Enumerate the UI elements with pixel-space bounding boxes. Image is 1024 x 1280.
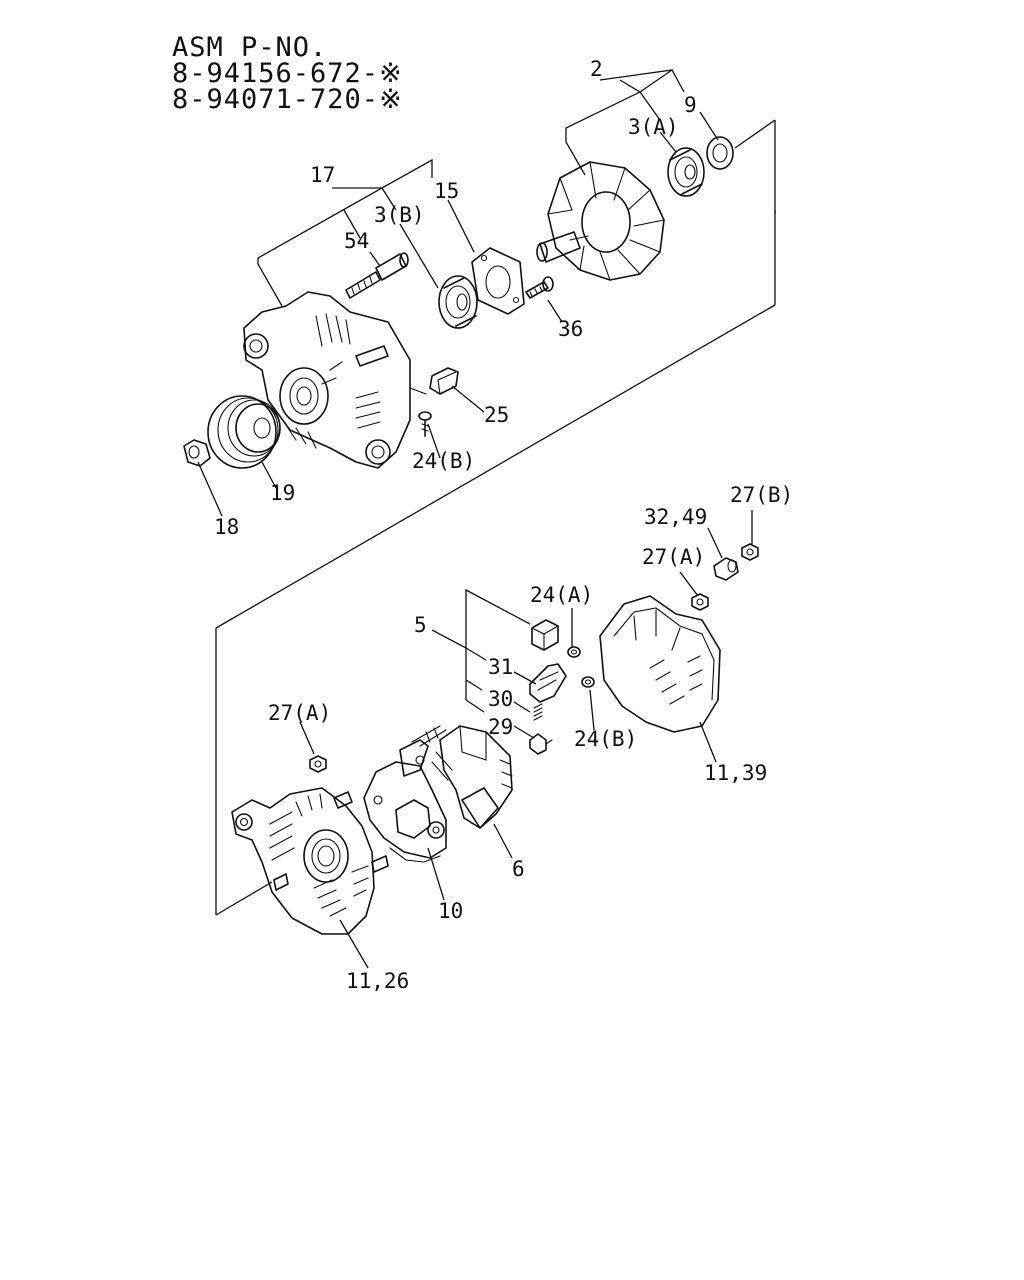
callout-24b-top: 24(B): [412, 449, 476, 473]
callout-9: 9: [684, 93, 697, 117]
regulator-6: [431, 725, 513, 829]
callout-24b-bottom: 24(B): [574, 727, 638, 751]
rotor: [536, 161, 665, 281]
nut-27b: [741, 543, 759, 561]
callout-17: 17: [310, 163, 336, 187]
callout-6: 6: [512, 857, 525, 881]
callout-29: 29: [488, 715, 514, 739]
rear-cover-11-39: [599, 595, 721, 733]
callout-15: 15: [434, 179, 460, 203]
terminal-32-49: [713, 557, 739, 581]
screw-24b-top: [418, 411, 432, 437]
stud-54: [345, 252, 409, 299]
callout-31: 31: [488, 655, 514, 679]
callout-54: 54: [344, 229, 370, 253]
brush-29: [529, 733, 553, 755]
assembly-part-number-2: 8-94071-720-※: [172, 84, 403, 115]
callout-10: 10: [438, 899, 464, 923]
callout-27a-right: 27(A): [642, 545, 706, 569]
ring-9: [706, 136, 734, 170]
part-25: [409, 367, 459, 395]
callout-19: 19: [270, 481, 296, 505]
brush-31: [529, 663, 567, 703]
spring-30: [533, 703, 543, 721]
callout-3a: 3(A): [628, 115, 679, 139]
bearing-3b: [438, 275, 478, 329]
rectifier-10: [363, 725, 447, 863]
cap-24a: [531, 619, 559, 651]
pulley-19: [207, 395, 281, 469]
nut-18: [183, 439, 211, 467]
frame-lines: [215, 119, 776, 916]
callout-11-26: 11,26: [346, 969, 410, 993]
callout-32-49: 32,49: [644, 505, 708, 529]
callout-30: 30: [488, 687, 514, 711]
screw-24a: [567, 646, 581, 658]
screw-36: [525, 276, 554, 299]
callout-5: 5: [414, 613, 427, 637]
callout-11-39: 11,39: [704, 761, 768, 785]
callout-24a: 24(A): [530, 583, 594, 607]
callout-3b: 3(B): [374, 203, 425, 227]
callout-18: 18: [214, 515, 240, 539]
callout-36: 36: [558, 317, 584, 341]
retainer-plate-15: [471, 247, 525, 315]
front-housing-17: [243, 291, 411, 469]
nut-27a-right: [691, 593, 709, 611]
screw-24b-bottom: [581, 676, 595, 688]
assembly-part-number-label: ASM P-NO.: [172, 32, 328, 63]
callout-27a-left: 27(A): [268, 701, 332, 725]
bearing-3a: [667, 147, 705, 197]
nut-27a-left: [309, 755, 327, 773]
rear-frame-11-26: [231, 787, 389, 935]
callout-2: 2: [590, 57, 603, 81]
callout-25: 25: [484, 403, 510, 427]
callout-27b: 27(B): [730, 483, 794, 507]
assembly-part-number-1: 8-94156-672-※: [172, 58, 403, 89]
